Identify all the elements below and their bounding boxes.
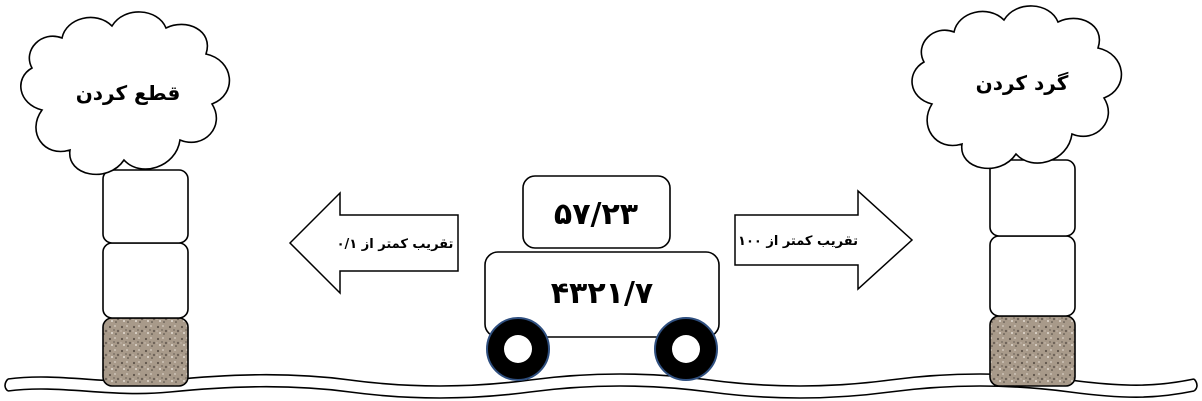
left-arrow-label: تقریب کمتر از ۰/۱ bbox=[337, 237, 454, 252]
right-tower-gravel-block bbox=[990, 316, 1075, 386]
cart-wheel-left bbox=[487, 318, 549, 380]
left-tower-block-top bbox=[103, 170, 188, 243]
cart: ۵۷/۲۳ ۴۳۲۱/۷ bbox=[485, 176, 719, 380]
left-arrow: تقریب کمتر از ۰/۱ bbox=[290, 193, 458, 293]
right-tower-block-lower bbox=[990, 236, 1075, 316]
right-tower-block-upper bbox=[990, 160, 1075, 236]
right-arrow-label: تقریب کمتر از ۱۰۰ bbox=[738, 234, 858, 249]
cart-wheel-right bbox=[655, 318, 717, 380]
cart-body-value: ۴۳۲۱/۷ bbox=[551, 276, 654, 311]
right-arrow: تقریب کمتر از ۱۰۰ bbox=[735, 191, 912, 289]
left-tower: قطع کردن bbox=[21, 12, 230, 386]
left-cloud-label: قطع کردن bbox=[76, 81, 181, 105]
left-tower-block-middle bbox=[103, 243, 188, 318]
left-tower-gravel-block bbox=[103, 318, 188, 386]
right-cloud-label: گرد کردن bbox=[976, 71, 1069, 95]
right-tower: گرد کردن bbox=[912, 6, 1121, 386]
cart-top-value: ۵۷/۲۳ bbox=[554, 197, 638, 232]
